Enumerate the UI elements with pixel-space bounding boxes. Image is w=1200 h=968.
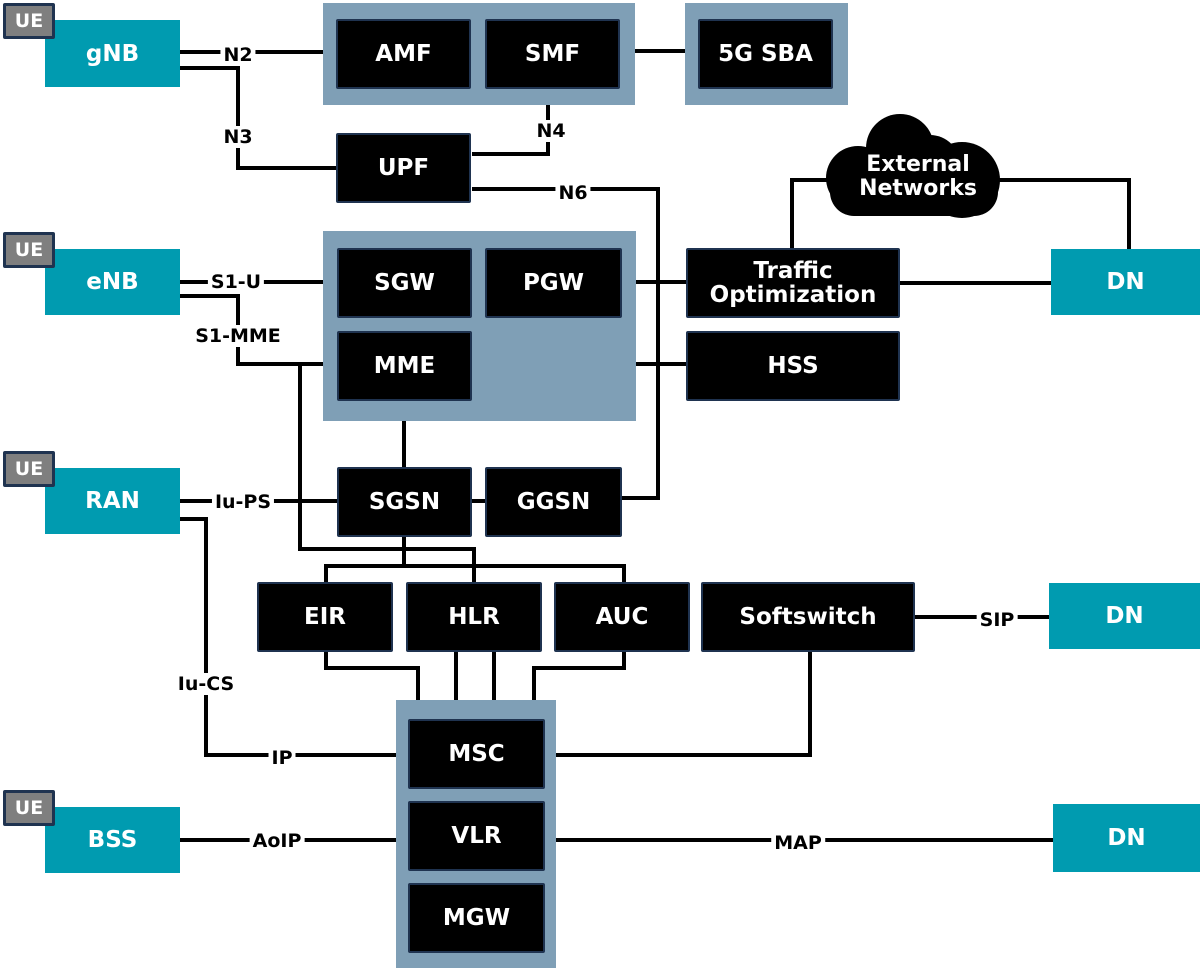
bss-node[interactable]: BSS xyxy=(45,807,180,873)
upf-node[interactable]: UPF xyxy=(336,133,471,203)
smf-node[interactable]: SMF xyxy=(485,19,620,89)
hlr-node[interactable]: HLR xyxy=(406,582,542,652)
link-n4 xyxy=(472,86,550,156)
ue-badge-enb[interactable]: UE xyxy=(3,232,55,268)
interface-label-n6: N6 xyxy=(555,182,591,204)
msc-node[interactable]: MSC xyxy=(408,719,545,789)
link-n3 xyxy=(178,66,340,170)
interface-label-map: MAP xyxy=(771,832,825,854)
interface-label-sip: SIP xyxy=(976,609,1018,631)
interface-label-n2: N2 xyxy=(220,44,256,66)
link-bus-eir-auc xyxy=(324,564,626,585)
mme-node[interactable]: MME xyxy=(337,331,472,401)
ue-badge-gnb[interactable]: UE xyxy=(3,3,55,39)
sgw-node[interactable]: SGW xyxy=(337,248,472,318)
pgw-node[interactable]: PGW xyxy=(485,248,622,318)
link-msc-softswitch xyxy=(540,648,812,757)
cloud-label-line1: External xyxy=(866,152,970,177)
5g-sba-node[interactable]: 5G SBA xyxy=(698,19,833,89)
dn-node-map[interactable]: DN xyxy=(1053,804,1200,872)
external-networks-cloud-label[interactable]: External Networks xyxy=(859,153,977,201)
sgsn-node[interactable]: SGSN xyxy=(337,467,472,537)
auc-node[interactable]: AUC xyxy=(554,582,690,652)
eir-node[interactable]: EIR xyxy=(257,582,393,652)
mgw-node[interactable]: MGW xyxy=(408,883,545,953)
dn-node-internet[interactable]: DN xyxy=(1051,249,1200,315)
vlr-node[interactable]: VLR xyxy=(408,801,545,871)
hss-node[interactable]: HSS xyxy=(686,331,900,401)
amf-node[interactable]: AMF xyxy=(336,19,471,89)
ggsn-node[interactable]: GGSN xyxy=(485,467,622,537)
cloud-label-line2: Networks xyxy=(859,176,977,201)
interface-label-aoip: AoIP xyxy=(249,830,305,852)
link-traffic-cloud xyxy=(790,178,842,252)
interface-label-n3: N3 xyxy=(220,126,256,148)
interface-label-iups: Iu-PS xyxy=(211,491,275,513)
traffic-optimization-label-line2: Optimization xyxy=(709,282,877,308)
link-eir-msc xyxy=(324,649,420,704)
interface-label-iucs: Iu-CS xyxy=(174,673,238,695)
traffic-optimization-label-line1: Traffic xyxy=(753,257,833,284)
softswitch-node[interactable]: Softswitch xyxy=(701,582,915,652)
link-iucs xyxy=(178,517,412,757)
dn-node-sip[interactable]: DN xyxy=(1049,583,1200,649)
ue-badge-ran[interactable]: UE xyxy=(3,451,55,487)
ran-node[interactable]: RAN xyxy=(45,468,180,534)
link-auc-msc xyxy=(532,649,626,704)
interface-label-s1mme: S1-MME xyxy=(192,325,284,347)
enb-node[interactable]: eNB xyxy=(45,249,180,315)
ue-badge-bss[interactable]: UE xyxy=(3,790,55,826)
link-cloud-dn xyxy=(993,178,1131,252)
interface-label-n4: N4 xyxy=(533,120,569,142)
interface-label-ip: IP xyxy=(268,747,296,769)
gnb-node[interactable]: gNB xyxy=(45,20,180,87)
traffic-optimization-node[interactable]: Traffic Optimization xyxy=(686,248,900,318)
interface-label-s1u: S1-U xyxy=(207,271,265,293)
cloud-icon xyxy=(826,114,1000,218)
